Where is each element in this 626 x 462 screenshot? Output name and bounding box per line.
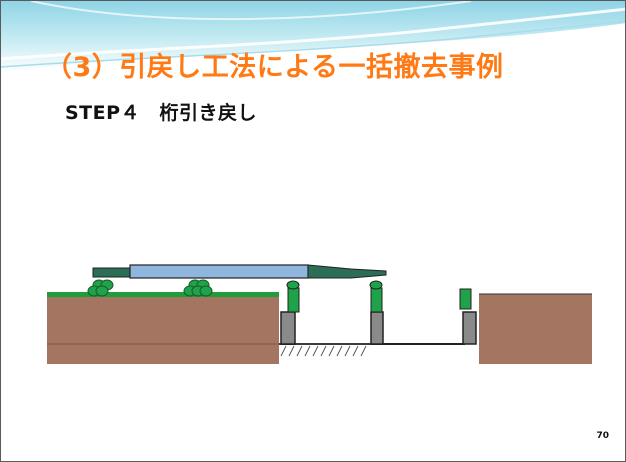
slide-title: （3）引戻し工法による一括撤去事例: [45, 52, 504, 83]
grass-strip: [47, 292, 279, 297]
left-ground: [47, 294, 279, 364]
girder-nose: [307, 264, 387, 279]
pier-right-abutment: [462, 311, 477, 345]
jack-left: [287, 287, 300, 313]
page-number: 70: [596, 431, 609, 441]
pier-left-abutment: [280, 311, 296, 345]
girder-rear-end: [92, 267, 132, 278]
jack-right: [459, 288, 472, 310]
right-ground: [479, 294, 592, 364]
roller-right: [183, 279, 213, 297]
step-label: STEP４ 桁引き戻し: [65, 102, 258, 124]
header-wave-decoration: [1, 1, 625, 73]
jack-middle: [370, 287, 383, 313]
girder-removal-diagram: [47, 264, 592, 364]
foundation-hatch: [279, 343, 373, 357]
girder-body: [129, 264, 309, 279]
roller-left: [87, 279, 114, 297]
pier-middle: [370, 311, 384, 345]
